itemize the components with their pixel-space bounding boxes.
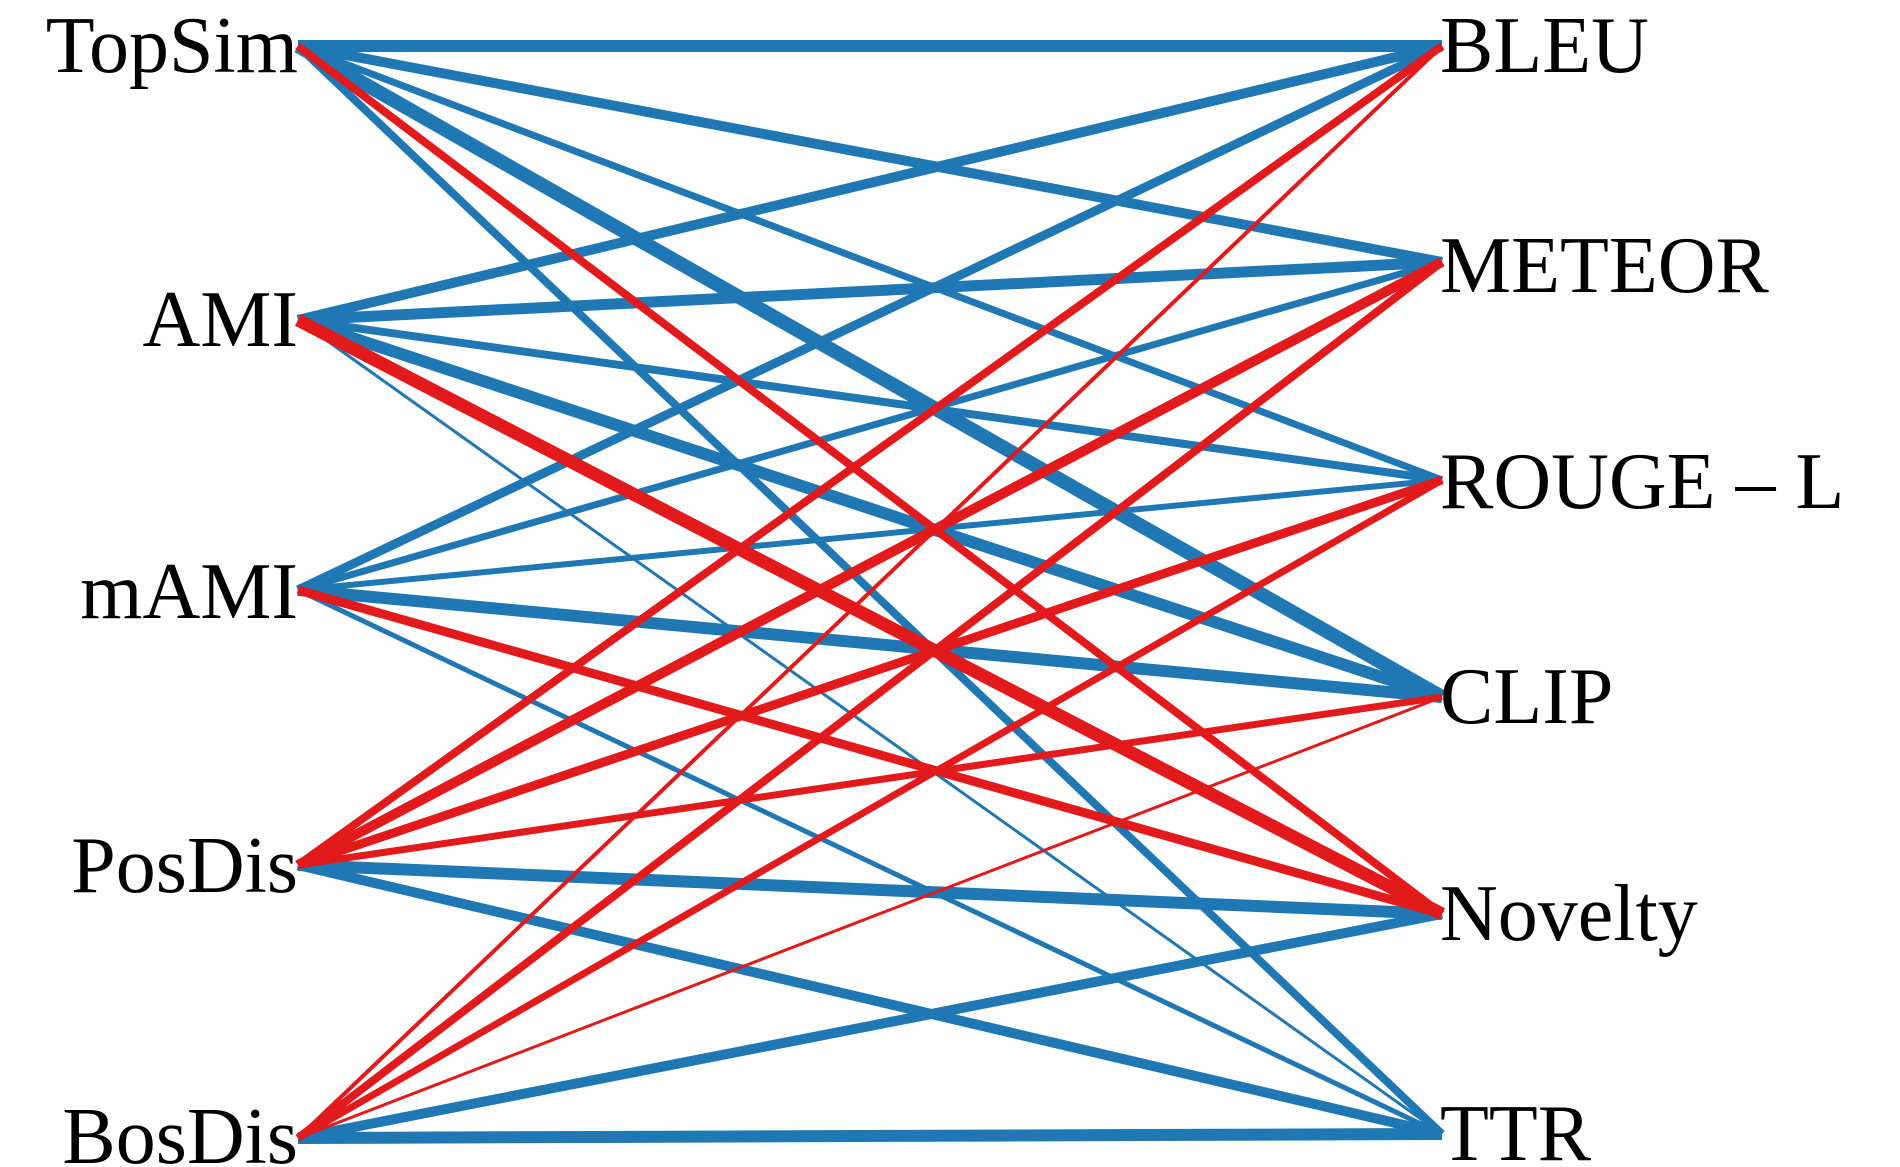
edge-posdis-meteor — [295, 257, 1445, 870]
left-node-label: AMI — [142, 276, 298, 364]
left-node-label: PosDis — [71, 822, 298, 910]
edge-bosdis-bleu — [296, 44, 1444, 1140]
right-node-label: BLEU — [1440, 2, 1649, 90]
right-node-label: METEOR — [1440, 222, 1770, 310]
right-node-label: ROUGE – L — [1440, 438, 1844, 526]
edge-bosdis-novelty — [297, 909, 1443, 1143]
left-node-label: TopSim — [46, 2, 298, 90]
edge-layer — [294, 39, 1446, 1144]
edge-mami-bleu — [296, 41, 1444, 595]
edge-topsim-meteor — [297, 41, 1443, 267]
right-node-label: TTR — [1440, 1090, 1592, 1167]
edge-posdis-bleu — [295, 42, 1445, 869]
edge-mami-clip — [297, 584, 1443, 703]
edge-posdis-ttr — [296, 860, 1444, 1139]
edge-bosdis-clip — [297, 695, 1443, 1140]
edge-bosdis-meteor — [295, 258, 1445, 1142]
edge-ami-meteor — [297, 256, 1443, 326]
edge-ami-bleu — [296, 41, 1444, 325]
edge-ami-rougel — [297, 316, 1443, 484]
edge-mami-ttr — [296, 587, 1444, 1137]
edge-ami-novelty — [295, 314, 1445, 920]
edge-ami-ttr — [297, 318, 1443, 1136]
right-node-label: Novelty — [1440, 870, 1698, 958]
edge-ami-clip — [296, 314, 1444, 703]
edge-posdis-novelty — [297, 859, 1443, 920]
edge-posdis-rougel — [296, 475, 1444, 870]
edge-bosdis-ttr — [297, 1128, 1443, 1144]
edge-mami-rougel — [297, 477, 1443, 593]
left-node-label: BosDis — [62, 1093, 298, 1167]
edge-mami-meteor — [297, 258, 1443, 594]
edge-posdis-clip — [297, 693, 1443, 869]
edge-bosdis-rougel — [296, 476, 1444, 1142]
left-node-label: mAMI — [80, 548, 298, 636]
label-layer: TopSim AMI mAMI PosDis BosDis BLEU METEO… — [46, 2, 1845, 1167]
right-node-label: CLIP — [1440, 653, 1613, 741]
edge-mami-novelty — [296, 585, 1444, 919]
